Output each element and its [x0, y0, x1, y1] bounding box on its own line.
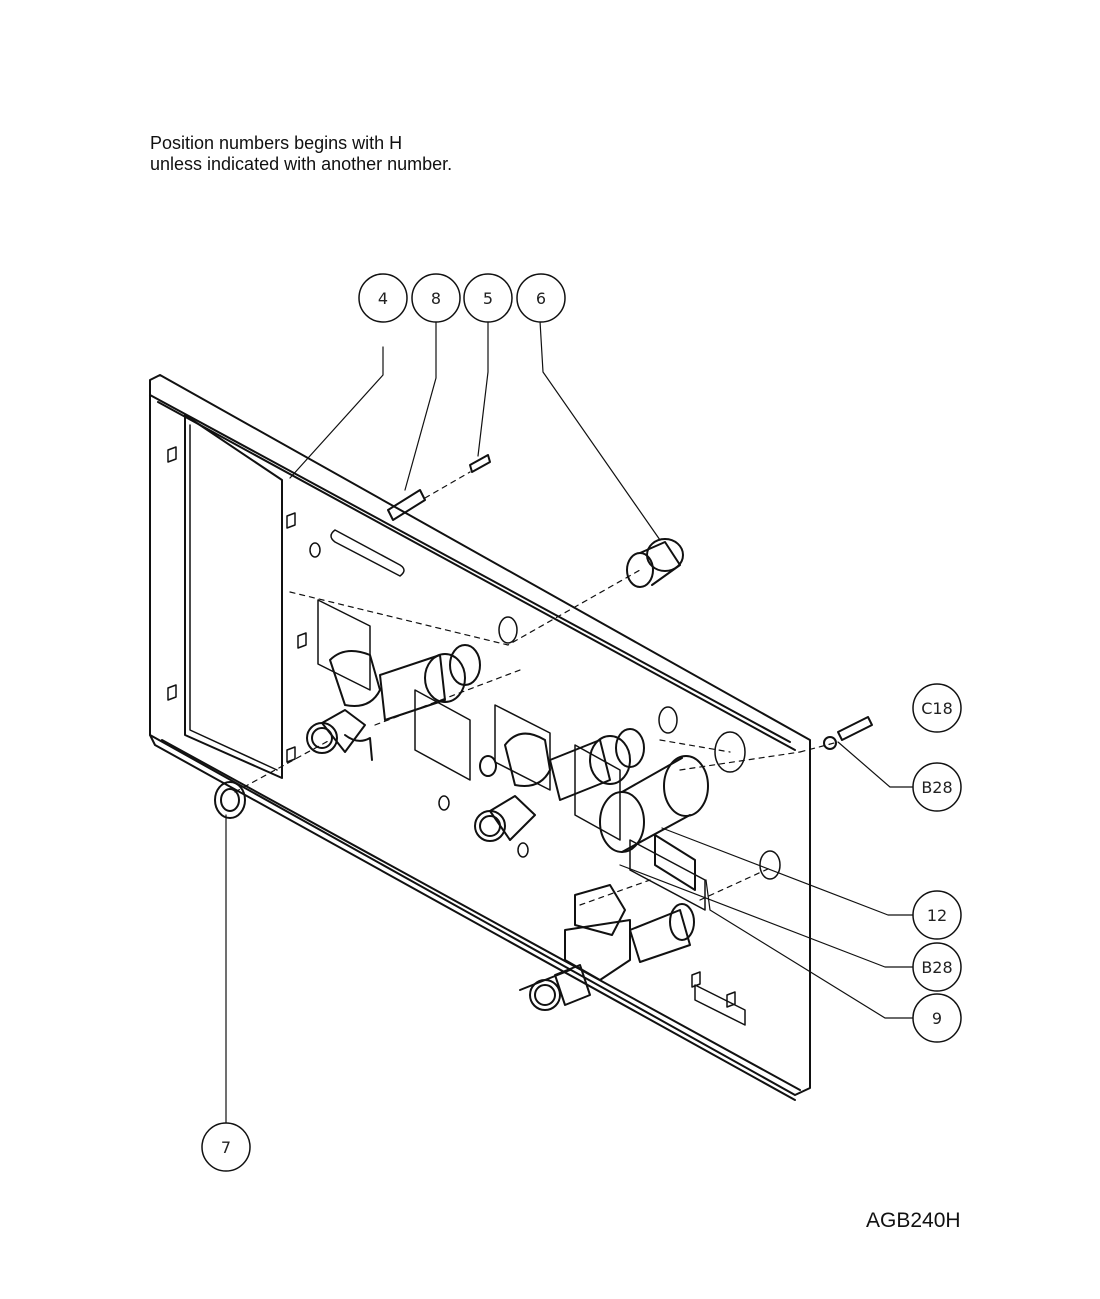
middle-valve-assembly — [474, 728, 645, 842]
cylinder-12 — [599, 755, 709, 891]
stud — [297, 632, 307, 649]
callout-5-bubble — [463, 273, 513, 323]
bracket-plate — [629, 839, 706, 911]
callout-9-bubble — [912, 993, 962, 1043]
callout-4-label: 4 — [378, 289, 388, 308]
callout-B28-lower-label: B28 — [921, 958, 952, 977]
upper-valve-assembly — [306, 644, 481, 761]
bracket-plate — [414, 689, 471, 781]
callout-8-bubble — [411, 273, 461, 323]
callout-7-label: 7 — [221, 1138, 231, 1157]
lower-solenoid-valve — [519, 884, 695, 1011]
stud — [167, 446, 177, 463]
callout-C18-bubble — [912, 683, 962, 733]
drawing-id: AGB240H — [866, 1209, 961, 1232]
callout-7-bubble — [201, 1122, 251, 1172]
position-note: Position numbers begins with H unless in… — [150, 133, 452, 175]
panel-hole — [309, 542, 321, 558]
callout-8-label: 8 — [431, 289, 441, 308]
stud — [167, 684, 177, 701]
callout-6-label: 6 — [536, 289, 546, 308]
panel-slot — [330, 529, 405, 577]
callout-B28-upper-bubble — [912, 762, 962, 812]
note-line-2: unless indicated with another number. — [150, 154, 453, 174]
stud — [286, 512, 296, 529]
callout-B28-upper-label: B28 — [921, 778, 952, 797]
panel-hole — [658, 706, 678, 734]
bracket-plate — [494, 704, 551, 791]
note-line-1: Position numbers begins with H — [150, 133, 403, 153]
callout-9-label: 9 — [932, 1009, 942, 1028]
bracket-plate — [694, 984, 746, 1026]
callout-5-label: 5 — [483, 289, 493, 308]
callout-C18-label: C18 — [921, 699, 953, 718]
callout-12-bubble — [912, 890, 962, 940]
bracket-plate — [574, 744, 621, 841]
callout-B28-lower-bubble — [912, 942, 962, 992]
bracket-plate — [317, 599, 371, 691]
panel-hole — [438, 795, 450, 811]
screw-c18 — [837, 716, 873, 741]
mounting-panel — [149, 374, 811, 1101]
callout-12-label: 12 — [927, 906, 947, 925]
fitting-8 — [387, 489, 426, 521]
washer-b28 — [823, 736, 837, 750]
gland-nut-6 — [626, 538, 684, 588]
callout-4-bubble — [358, 273, 408, 323]
stud — [726, 991, 736, 1008]
callout-6-bubble — [516, 273, 566, 323]
panel-hole — [498, 616, 518, 644]
fitting-5 — [469, 454, 491, 473]
stud — [286, 746, 296, 763]
panel-hole — [517, 842, 529, 858]
stud — [691, 971, 701, 988]
ring-7 — [214, 781, 246, 819]
panel-hole — [759, 850, 781, 880]
panel-hole — [714, 731, 746, 773]
